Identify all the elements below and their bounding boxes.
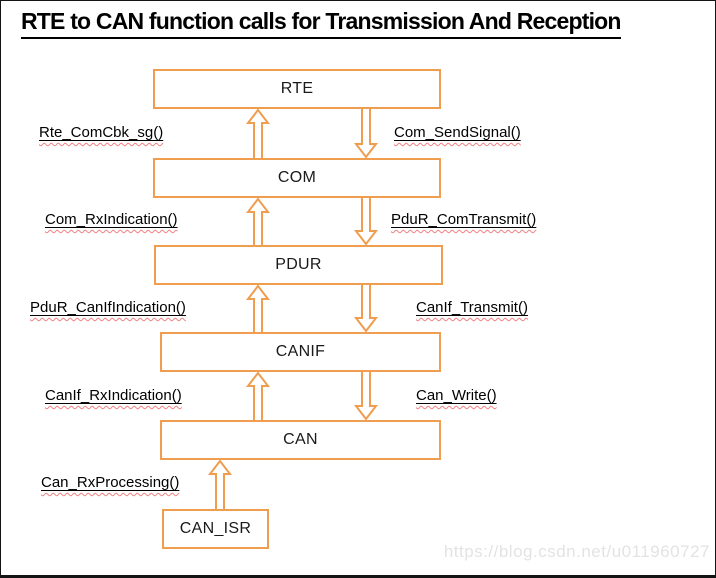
call-label-canif-transmit: CanIf_Transmit() bbox=[416, 299, 528, 316]
call-label-can-write: Can_Write() bbox=[416, 387, 497, 404]
watermark-url: https://blog.csdn.net/u011960727 bbox=[443, 542, 710, 561]
layer-label-canif: CANIF bbox=[275, 343, 326, 360]
call-label-can-rxprocessing: Can_RxProcessing() bbox=[41, 474, 180, 491]
layer-label-pdur: PDUR bbox=[275, 256, 322, 273]
call-label-pdur-comtransmit: PduR_ComTransmit() bbox=[391, 211, 537, 228]
call-label-com-sendsignal: Com_SendSignal() bbox=[394, 124, 521, 141]
layer-label-com: COM bbox=[277, 169, 317, 186]
call-label-pdur-canifindication: PduR_CanIfIndication() bbox=[30, 299, 186, 316]
call-label-rte-comcbk-sg: Rte_ComCbk_sg() bbox=[39, 124, 164, 141]
page-title: RTE to CAN function calls for Transmissi… bbox=[21, 8, 621, 39]
layer-label-can-isr: CAN_ISR bbox=[179, 520, 252, 537]
arrow-up-can-to-canif-icon bbox=[245, 371, 271, 420]
arrow-up-com-to-rte-icon bbox=[245, 108, 271, 158]
layer-label-can: CAN bbox=[283, 431, 318, 448]
layer-box-com: COM bbox=[153, 158, 441, 198]
arrow-down-canif-to-can-icon bbox=[353, 372, 379, 421]
layer-box-can: CAN bbox=[160, 420, 441, 460]
arrow-down-com-to-pdur-icon bbox=[353, 198, 379, 246]
layer-box-pdur: PDUR bbox=[154, 245, 443, 285]
layer-box-canif: CANIF bbox=[160, 332, 441, 372]
layer-box-rte: RTE bbox=[153, 69, 441, 109]
layer-label-rte: RTE bbox=[280, 80, 314, 97]
arrow-up-pdur-to-com-icon bbox=[245, 197, 271, 245]
layer-box-can-isr: CAN_ISR bbox=[162, 509, 269, 549]
arrow-down-rte-to-com-icon bbox=[353, 109, 379, 159]
arrow-up-can-isr-to-can-icon bbox=[207, 459, 233, 509]
arrow-up-canif-to-pdur-icon bbox=[245, 284, 271, 332]
call-label-canif-rxindication: CanIf_RxIndication() bbox=[45, 387, 182, 404]
arrow-down-pdur-to-canif-icon bbox=[353, 285, 379, 333]
call-label-com-rxindication: Com_RxIndication() bbox=[45, 211, 178, 228]
